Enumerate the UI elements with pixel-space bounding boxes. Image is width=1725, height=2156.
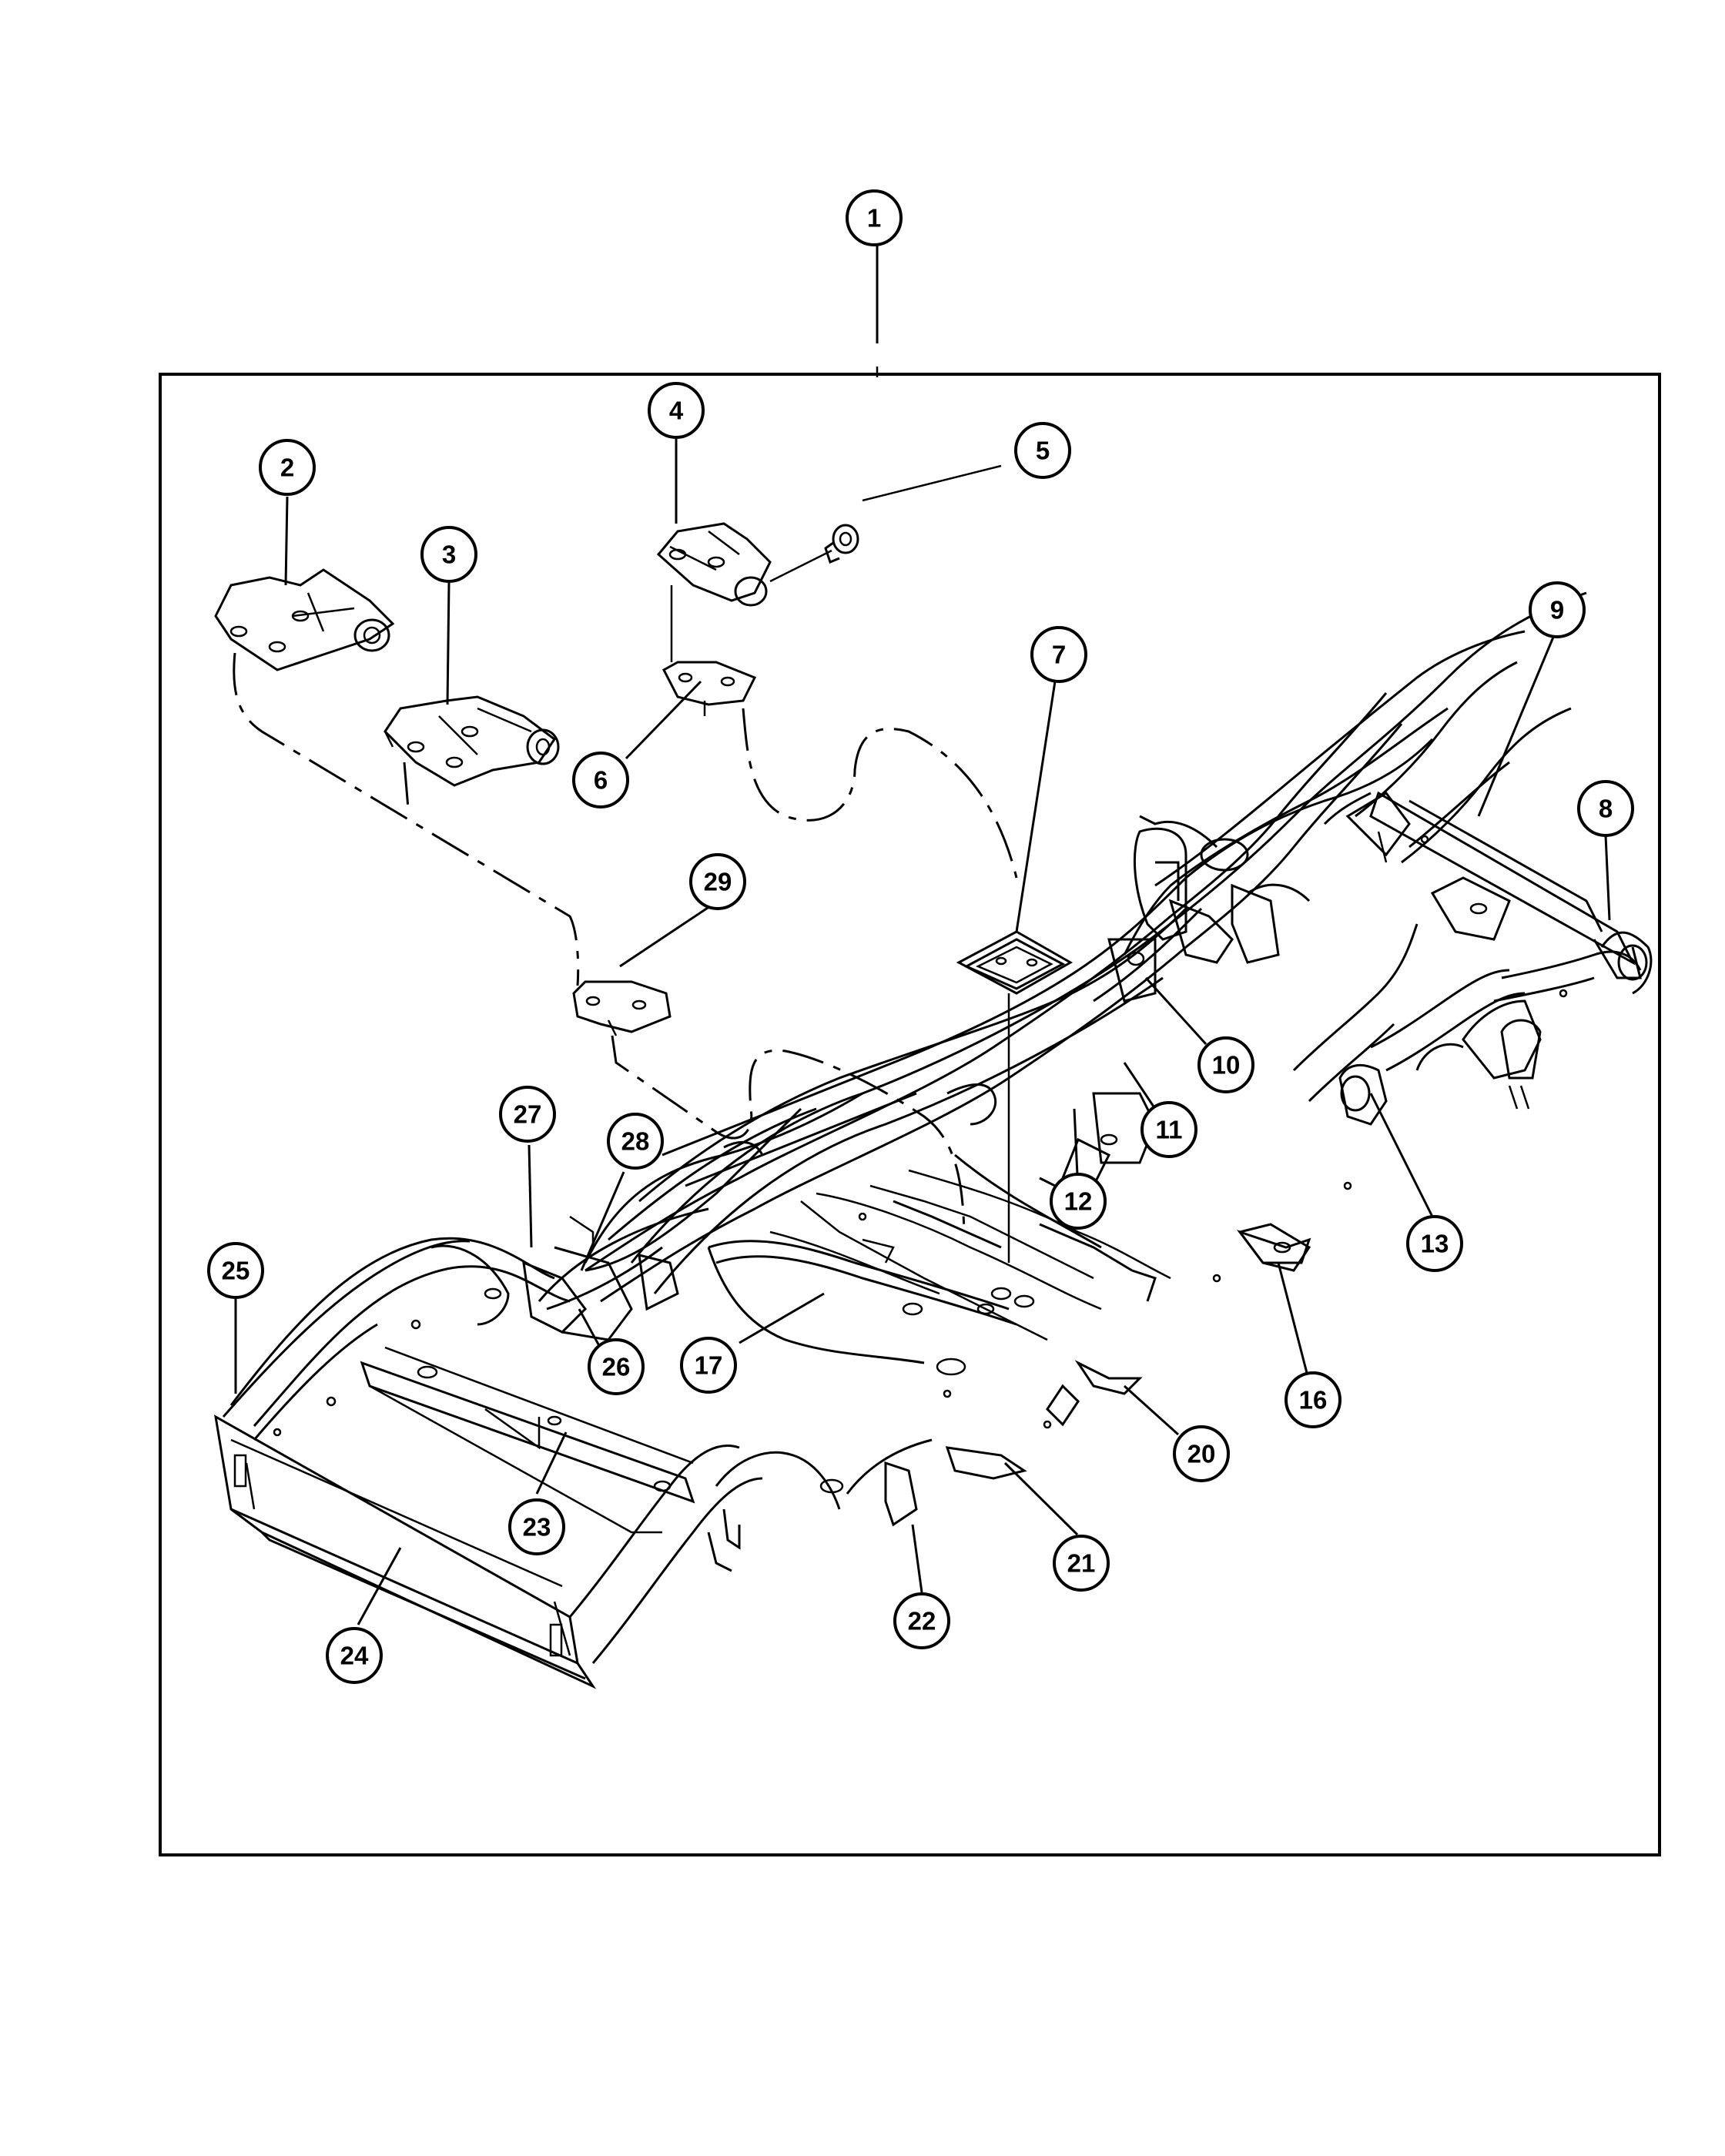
callout-11: 11 — [1141, 1101, 1197, 1158]
callout-23: 23 — [508, 1498, 565, 1555]
callout-7: 7 — [1030, 626, 1087, 683]
leader-lines — [234, 437, 1611, 1625]
callout-13: 13 — [1406, 1215, 1463, 1272]
callout-label: 12 — [1064, 1187, 1093, 1216]
callout-12: 12 — [1050, 1173, 1107, 1230]
callout-label: 28 — [621, 1127, 650, 1156]
callout-2: 2 — [259, 439, 316, 496]
callout-label: 4 — [669, 397, 684, 425]
part-7-plate — [956, 930, 1074, 995]
callout-label: 21 — [1067, 1549, 1096, 1578]
callout-label: 26 — [602, 1353, 631, 1381]
callout-20: 20 — [1173, 1425, 1230, 1482]
callout-29: 29 — [689, 853, 746, 910]
callout-label: 9 — [1550, 596, 1564, 624]
part-6-bracket — [662, 661, 757, 716]
part-3-mount-plate — [384, 695, 560, 787]
callout-label: 11 — [1156, 1116, 1183, 1144]
callout-label: 6 — [594, 766, 608, 795]
frame-drawing — [214, 591, 1653, 1689]
callout-label: 1 — [867, 204, 881, 233]
callout-label: 24 — [340, 1642, 369, 1670]
callout-label: 13 — [1421, 1230, 1449, 1258]
callout-24: 24 — [326, 1627, 383, 1684]
callout-label: 5 — [1036, 437, 1050, 465]
callout-22: 22 — [893, 1592, 950, 1649]
part-29-bracket — [572, 980, 672, 1036]
callout-label: 22 — [908, 1607, 936, 1635]
part-4-mount-plate — [656, 522, 772, 607]
callout-27: 27 — [499, 1086, 556, 1143]
callout-label: 10 — [1212, 1051, 1241, 1080]
callout-28: 28 — [607, 1113, 664, 1170]
callout-label: 23 — [523, 1513, 551, 1542]
part-5-bushing — [824, 524, 859, 564]
part-2-mount-plate — [214, 568, 395, 671]
callout-3: 3 — [420, 526, 477, 583]
callout-6: 6 — [572, 752, 629, 808]
callout-label: 27 — [514, 1100, 542, 1129]
callout-17: 17 — [680, 1337, 737, 1394]
callout-9: 9 — [1529, 581, 1586, 638]
callout-label: 8 — [1599, 795, 1613, 823]
callout-8: 8 — [1577, 780, 1634, 837]
callout-1: 1 — [846, 189, 903, 246]
callout-10: 10 — [1197, 1036, 1254, 1093]
callout-5: 5 — [1014, 422, 1071, 479]
callout-label: 3 — [442, 541, 456, 569]
callout-16: 16 — [1285, 1371, 1341, 1428]
callout-4: 4 — [648, 382, 705, 439]
callout-label: 2 — [280, 454, 294, 482]
callout-label: 7 — [1052, 641, 1066, 669]
callout-21: 21 — [1053, 1535, 1110, 1592]
callout-label: 16 — [1299, 1386, 1328, 1414]
callout-label: 25 — [222, 1257, 250, 1285]
assembly-border — [159, 373, 1661, 1856]
callout-label: 20 — [1187, 1440, 1216, 1468]
callout-label: 17 — [695, 1351, 723, 1380]
callout-25: 25 — [207, 1242, 264, 1299]
callout-label: 29 — [704, 868, 732, 896]
callout-26: 26 — [588, 1338, 645, 1395]
